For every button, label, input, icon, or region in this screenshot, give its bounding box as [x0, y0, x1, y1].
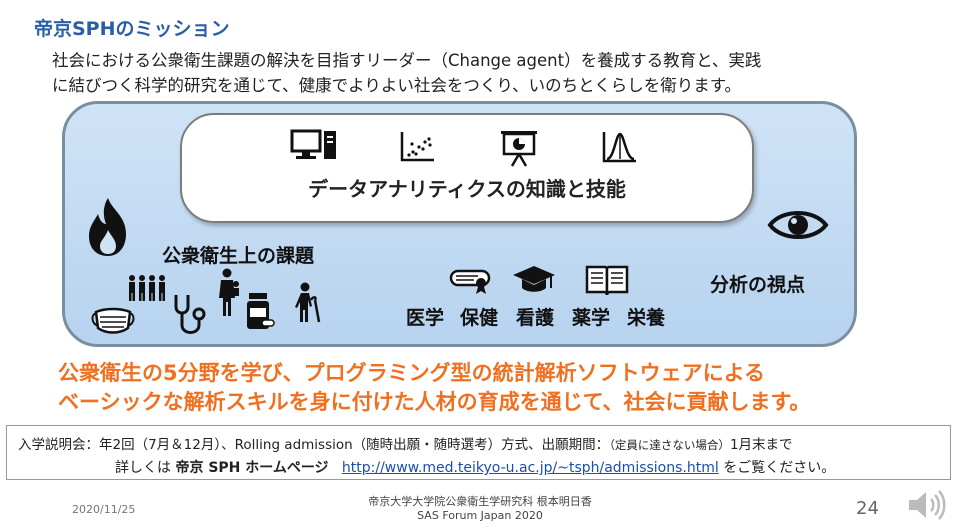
analysis-label: 分析の視点: [710, 274, 806, 296]
page-number: 24: [856, 498, 879, 519]
admissions-condition-note: （定員に達さない場合）: [609, 438, 730, 452]
public-health-label: 公衆衛生上の課題: [162, 245, 315, 267]
mission-text: 社会における公衆衛生課題の解決を目指すリーダー（Change agent）を養成…: [52, 48, 761, 98]
eye-icon: [767, 211, 829, 239]
footer-author: 帝京大学大学院公衆衛生学研究科 根本明日香: [368, 495, 592, 508]
medicine-icon: [247, 293, 275, 329]
mission-line-2: に結びつく科学的研究を通じて、健康でよりよい社会をつくり、いのちとくらしを衛りま…: [52, 76, 742, 95]
admissions-url-link[interactable]: http://www.med.teikyo-u.ac.jp/~tsph/admi…: [341, 460, 719, 476]
mask-icon: [91, 307, 135, 334]
admissions-deadline-text: 1月末まで: [729, 437, 793, 453]
diploma-icon: [449, 269, 491, 294]
contribution-line-2: ベーシックな解析スキルを身に付けた人材の育成を通じて、社会に貢献します。: [58, 390, 811, 414]
admissions-info-line-1: 入学説明会：年2回（7月＆12月）、Rolling admission（随時出願…: [18, 433, 793, 453]
data-analytics-box: [180, 113, 754, 223]
scatter-plot-icon: [400, 132, 434, 162]
data-analytics-label: データアナリティクスの知識と技能: [308, 177, 626, 201]
footer-date: 2020/11/25: [72, 503, 136, 516]
footer-center: 帝京大学大学院公衆衛生学研究科 根本明日香 SAS Forum Japan 20…: [300, 495, 660, 523]
details-prefix: 詳しくは: [115, 460, 176, 476]
discipline-health: 保健: [460, 307, 499, 329]
admissions-info-box: [6, 425, 951, 480]
details-suffix: をご覧ください。: [718, 460, 836, 476]
discipline-medicine: 医学: [406, 307, 445, 329]
presentation-icon: [501, 131, 537, 167]
book-icon: [585, 265, 629, 296]
discipline-pharmacy: 薬学: [572, 307, 611, 329]
homepage-name: 帝京 SPH ホームページ: [175, 460, 329, 476]
people-icon: [129, 275, 165, 301]
contribution-line-1: 公衆衛生の5分野を学び、プログラミング型の統計解析ソフトウェアによる: [58, 361, 765, 385]
admissions-info-line-2: 詳しくは 帝京 SPH ホームページ http://www.med.teikyo…: [115, 457, 835, 477]
family-icon: [219, 268, 239, 316]
admissions-schedule-text: 入学説明会：年2回（7月＆12月）、Rolling admission（随時出願…: [18, 437, 610, 453]
elderly-icon: [295, 282, 321, 323]
footer-event: SAS Forum Japan 2020: [417, 509, 543, 522]
computer-icon: [290, 129, 336, 159]
discipline-nursing: 看護: [516, 307, 555, 329]
fire-icon: [89, 198, 126, 256]
speaker-icon[interactable]: [906, 489, 946, 521]
discipline-nutrition: 栄養: [627, 307, 666, 329]
stethoscope-icon: [174, 295, 206, 334]
distribution-curve-icon: [602, 132, 636, 163]
mission-line-1: 社会における公衆衛生課題の解決を目指すリーダー（Change agent）を養成…: [52, 51, 762, 70]
slide-title: 帝京SPHのミッション: [34, 18, 230, 40]
graduation-cap-icon: [513, 266, 555, 292]
